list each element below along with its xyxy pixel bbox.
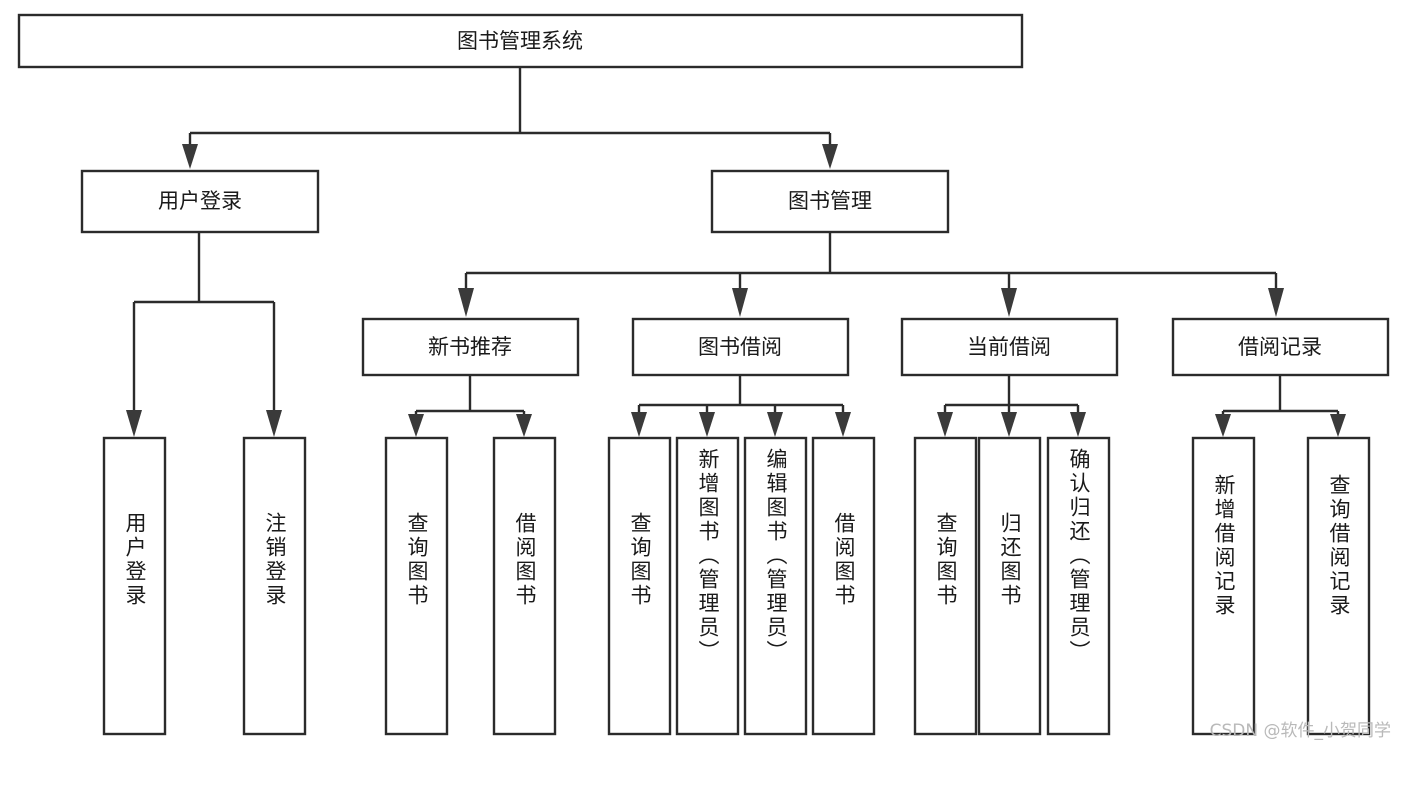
node-leaf-borrow-book-2-box[interactable] xyxy=(811,436,876,736)
node-new-book-recommend[interactable]: 新书推荐 xyxy=(361,317,580,377)
node-leaf-borrow-book-1[interactable] xyxy=(492,436,557,736)
node-leaf-logout[interactable] xyxy=(242,436,307,736)
connector-group-borrow-record xyxy=(1215,376,1346,437)
node-new-book-recommend-label: 新书推荐 xyxy=(428,335,512,359)
node-borrow-record-box[interactable] xyxy=(1171,317,1390,377)
node-book-management-label: 图书管理 xyxy=(788,189,872,213)
arrow-head-leaf-edit-book xyxy=(767,412,783,437)
arrow-head-leaf-return-book xyxy=(1001,412,1017,437)
arrow-head-leaf-add-book xyxy=(699,412,715,437)
arrow-head-leaf-add-record xyxy=(1215,414,1231,437)
connector-group-new-book-recommend xyxy=(408,376,532,437)
connector-group-user-login xyxy=(126,233,282,437)
arrow-head-leaf-query-book-3 xyxy=(937,412,953,437)
node-leaf-confirm-return[interactable] xyxy=(1046,436,1111,736)
connector-group-current-borrow xyxy=(937,376,1086,437)
node-leaf-user-login-box[interactable] xyxy=(102,436,167,736)
diagram-canvas: 图书管理系统 用户登录 图书管理 新书推荐 图书借阅 当前借阅 借阅记录 xyxy=(17,13,1391,741)
arrow-head-user-login xyxy=(182,144,198,169)
node-leaf-confirm-return-box[interactable] xyxy=(1046,436,1111,736)
node-leaf-query-book-2[interactable] xyxy=(607,436,672,736)
arrow-head-leaf-borrow-book-1 xyxy=(516,414,532,437)
arrow-head-leaf-borrow-book-2 xyxy=(835,412,851,437)
node-leaf-query-record-box[interactable] xyxy=(1306,436,1371,736)
node-root-box[interactable] xyxy=(17,13,1024,69)
node-leaf-borrow-book-1-box[interactable] xyxy=(492,436,557,736)
node-book-borrow[interactable]: 图书借阅 xyxy=(631,317,850,377)
arrow-head-new-book-recommend xyxy=(458,288,474,317)
node-leaf-edit-book-box[interactable] xyxy=(743,436,808,736)
node-root[interactable]: 图书管理系统 xyxy=(17,13,1024,69)
node-book-management[interactable]: 图书管理 xyxy=(710,169,950,234)
tree-diagram-svg: 图书管理系统 用户登录 图书管理 新书推荐 图书借阅 当前借阅 借阅记录 xyxy=(17,13,1390,736)
node-borrow-record[interactable]: 借阅记录 xyxy=(1171,317,1390,377)
node-leaf-query-book-3-box[interactable] xyxy=(913,436,978,736)
node-leaf-add-book-box[interactable] xyxy=(675,436,740,736)
node-leaf-return-book-box[interactable] xyxy=(977,436,1042,736)
arrow-head-current-borrow xyxy=(1001,288,1017,317)
node-leaf-query-record[interactable] xyxy=(1306,436,1371,736)
node-root-label: 图书管理系统 xyxy=(457,29,583,53)
arrow-head-leaf-logout xyxy=(266,410,282,437)
node-leaf-edit-book[interactable] xyxy=(743,436,808,736)
node-leaf-user-login[interactable] xyxy=(102,436,167,736)
arrow-head-leaf-query-book-2 xyxy=(631,412,647,437)
arrow-head-book-borrow xyxy=(732,288,748,317)
node-book-borrow-label: 图书借阅 xyxy=(698,335,782,359)
arrow-head-leaf-confirm-return xyxy=(1070,412,1086,437)
node-leaf-query-book-1[interactable] xyxy=(384,436,449,736)
arrow-head-leaf-query-record xyxy=(1330,414,1346,437)
node-leaf-query-book-3[interactable] xyxy=(913,436,978,736)
node-borrow-record-label: 借阅记录 xyxy=(1238,335,1322,359)
arrow-head-leaf-query-book-1 xyxy=(408,414,424,437)
node-leaf-return-book[interactable] xyxy=(977,436,1042,736)
connector-group-book-borrow xyxy=(631,376,851,437)
arrow-head-borrow-record xyxy=(1268,288,1284,317)
arrow-head-book-management xyxy=(822,144,838,169)
node-leaf-add-book[interactable] xyxy=(675,436,740,736)
node-current-borrow[interactable]: 当前借阅 xyxy=(900,317,1119,377)
node-book-management-box[interactable] xyxy=(710,169,950,234)
node-current-borrow-box[interactable] xyxy=(900,317,1119,377)
node-current-borrow-label: 当前借阅 xyxy=(967,335,1051,359)
arrow-head-leaf-user-login xyxy=(126,410,142,437)
node-user-login[interactable]: 用户登录 xyxy=(80,169,320,234)
node-user-login-label: 用户登录 xyxy=(158,189,242,213)
connector-group-book-management xyxy=(458,233,1284,317)
node-leaf-add-record-box[interactable] xyxy=(1191,436,1256,736)
node-leaf-query-book-2-box[interactable] xyxy=(607,436,672,736)
node-leaf-query-book-1-box[interactable] xyxy=(384,436,449,736)
node-new-book-recommend-box[interactable] xyxy=(361,317,580,377)
node-leaf-logout-box[interactable] xyxy=(242,436,307,736)
node-user-login-box[interactable] xyxy=(80,169,320,234)
node-book-borrow-box[interactable] xyxy=(631,317,850,377)
node-leaf-borrow-book-2[interactable] xyxy=(811,436,876,736)
node-leaf-add-record[interactable] xyxy=(1191,436,1256,736)
connector-group-root xyxy=(182,67,838,169)
